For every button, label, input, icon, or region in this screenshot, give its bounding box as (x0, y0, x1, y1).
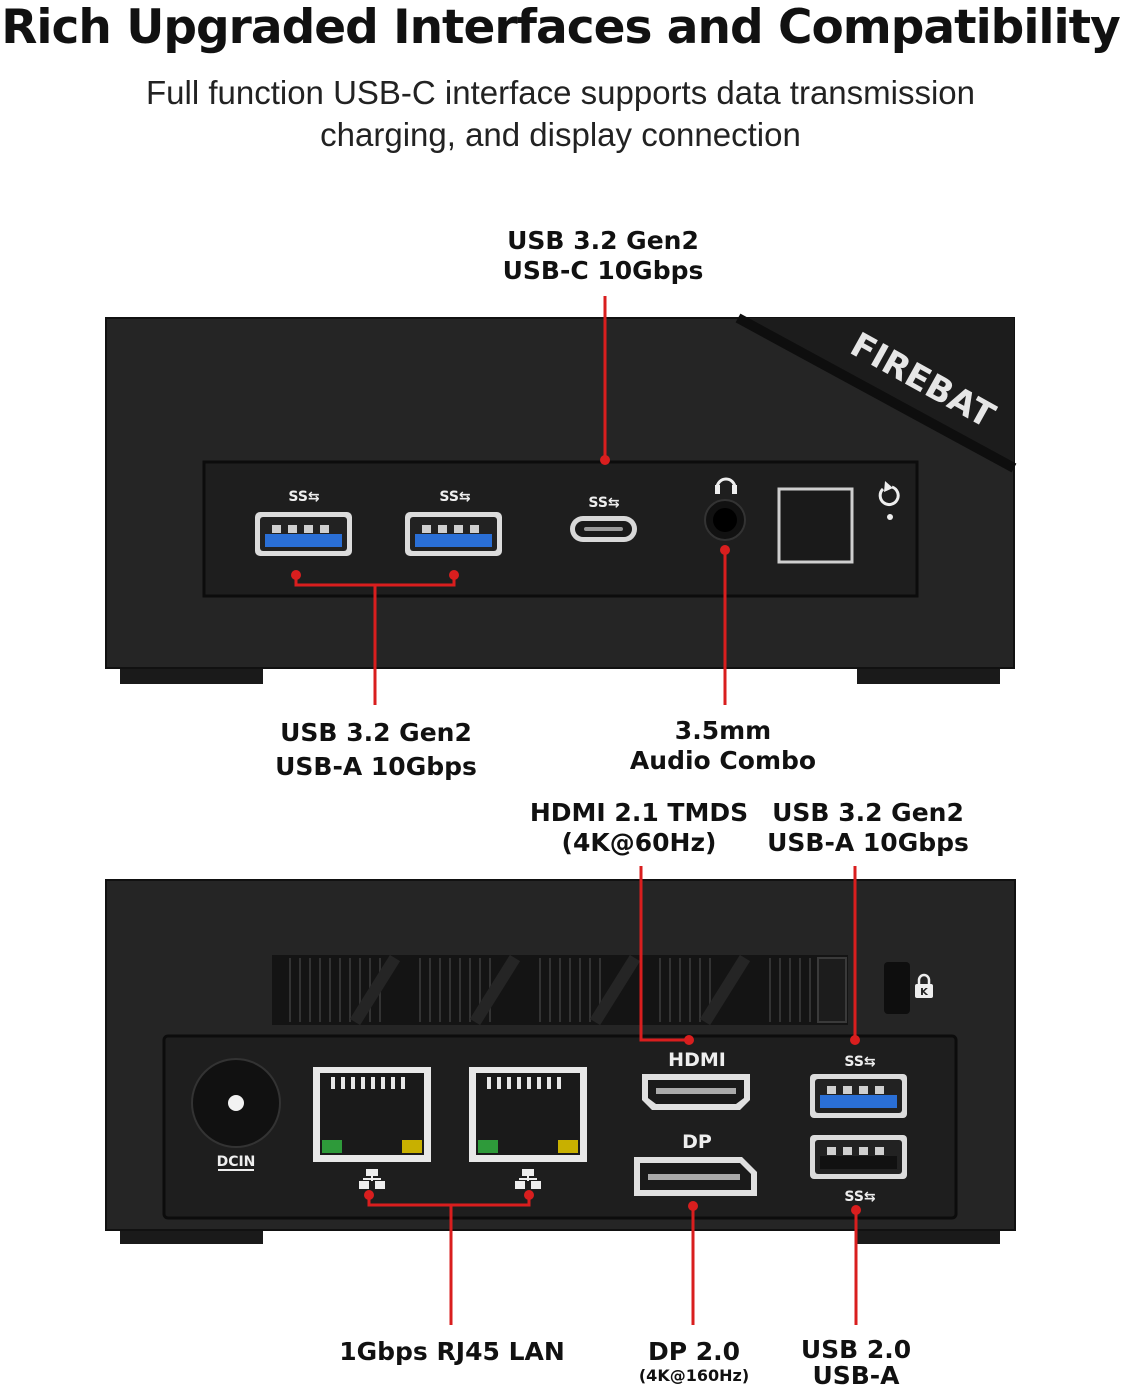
headphone-icon (715, 477, 737, 494)
rear-device: K DCIN (105, 866, 1016, 1325)
svg-text:SS⇆: SS⇆ (439, 489, 471, 505)
subtitle-line-2: charging, and display connection (320, 116, 801, 153)
kensington-lock-slot (884, 962, 910, 1014)
page-subtitle: Full function USB-C interface supports d… (60, 72, 1061, 156)
callout-rear-lan: 1Gbps RJ45 LAN (339, 1337, 565, 1367)
lock-icon: K (915, 973, 933, 998)
dc-in-port: DCIN (191, 1058, 281, 1171)
rear-callout-dots (364, 1035, 861, 1215)
svg-text:HDMI: HDMI (668, 1049, 726, 1071)
svg-text:DCIN: DCIN (217, 1154, 256, 1170)
front-usba-port-2: SS⇆ (405, 489, 502, 556)
page-title: Rich Upgraded Interfaces and Compatibili… (1, 0, 1121, 55)
rear-usb2-port: SS⇆ (810, 1135, 907, 1205)
front-usbc-port: SS⇆ (570, 495, 637, 542)
subtitle-line-1: Full function USB-C interface supports d… (145, 74, 976, 111)
svg-text:SS⇆: SS⇆ (844, 1189, 876, 1205)
callout-line: USB 2.0 (800, 1335, 912, 1364)
front-power-button (777, 487, 854, 564)
rear-vent (272, 954, 848, 1026)
callout-rear-hdmi: HDMI 2.1 TMDS (4K@60Hz) (530, 798, 748, 858)
callout-rear-usb2: USB 2.0 USB-A (801, 1337, 911, 1389)
svg-text:SS⇆: SS⇆ (844, 1054, 876, 1070)
callout-line: Audio Combo (629, 746, 817, 775)
callout-line: USB-A 10Gbps (275, 752, 477, 781)
reset-icon (878, 481, 900, 520)
displayport-port: DP (634, 1131, 757, 1196)
callout-line: USB 3.2 Gen2 (507, 226, 699, 255)
callout-line: DP 2.0 (647, 1337, 741, 1366)
rear-usb3-port: SS⇆ (810, 1054, 907, 1118)
callout-line: USB-A 10Gbps (767, 828, 969, 857)
network-icon (359, 1169, 385, 1189)
callout-line: USB 3.2 Gen2 (280, 718, 472, 747)
front-usba-port-1: SS⇆ (255, 489, 352, 556)
callout-line: 1Gbps RJ45 LAN (339, 1337, 565, 1366)
network-icon (515, 1169, 541, 1189)
svg-text:DP: DP (682, 1131, 712, 1153)
callout-front-usba: USB 3.2 Gen2 USB-A 10Gbps (275, 716, 477, 784)
callout-line: USB-C 10Gbps (502, 256, 704, 285)
callout-rear-usba: USB 3.2 Gen2 USB-A 10Gbps (767, 798, 969, 858)
front-device: FIREBAT SS⇆ SS⇆ SS⇆ (105, 296, 1017, 705)
svg-text:K: K (920, 987, 929, 998)
front-callout-dots (291, 455, 730, 580)
callout-subline: (4K@160Hz) (638, 1366, 750, 1385)
callout-line: 3.5mm (674, 716, 772, 745)
callout-rear-dp: DP 2.0 (4K@160Hz) (639, 1337, 749, 1385)
rj45-lan-port-2 (469, 1067, 587, 1189)
callout-front-usbc: USB 3.2 Gen2 USB-C 10Gbps (503, 226, 704, 286)
callout-line: HDMI 2.1 TMDS (529, 798, 749, 827)
front-audio-jack (704, 477, 746, 541)
svg-text:SS⇆: SS⇆ (288, 489, 320, 505)
hdmi-port: HDMI (642, 1049, 750, 1110)
callout-line: USB-A (812, 1361, 900, 1390)
callout-front-audio: 3.5mm Audio Combo (630, 716, 816, 776)
svg-text:SS⇆: SS⇆ (588, 495, 620, 511)
rj45-lan-port-1 (313, 1067, 431, 1189)
callout-line: (4K@60Hz) (561, 828, 717, 857)
callout-line: USB 3.2 Gen2 (772, 798, 964, 827)
